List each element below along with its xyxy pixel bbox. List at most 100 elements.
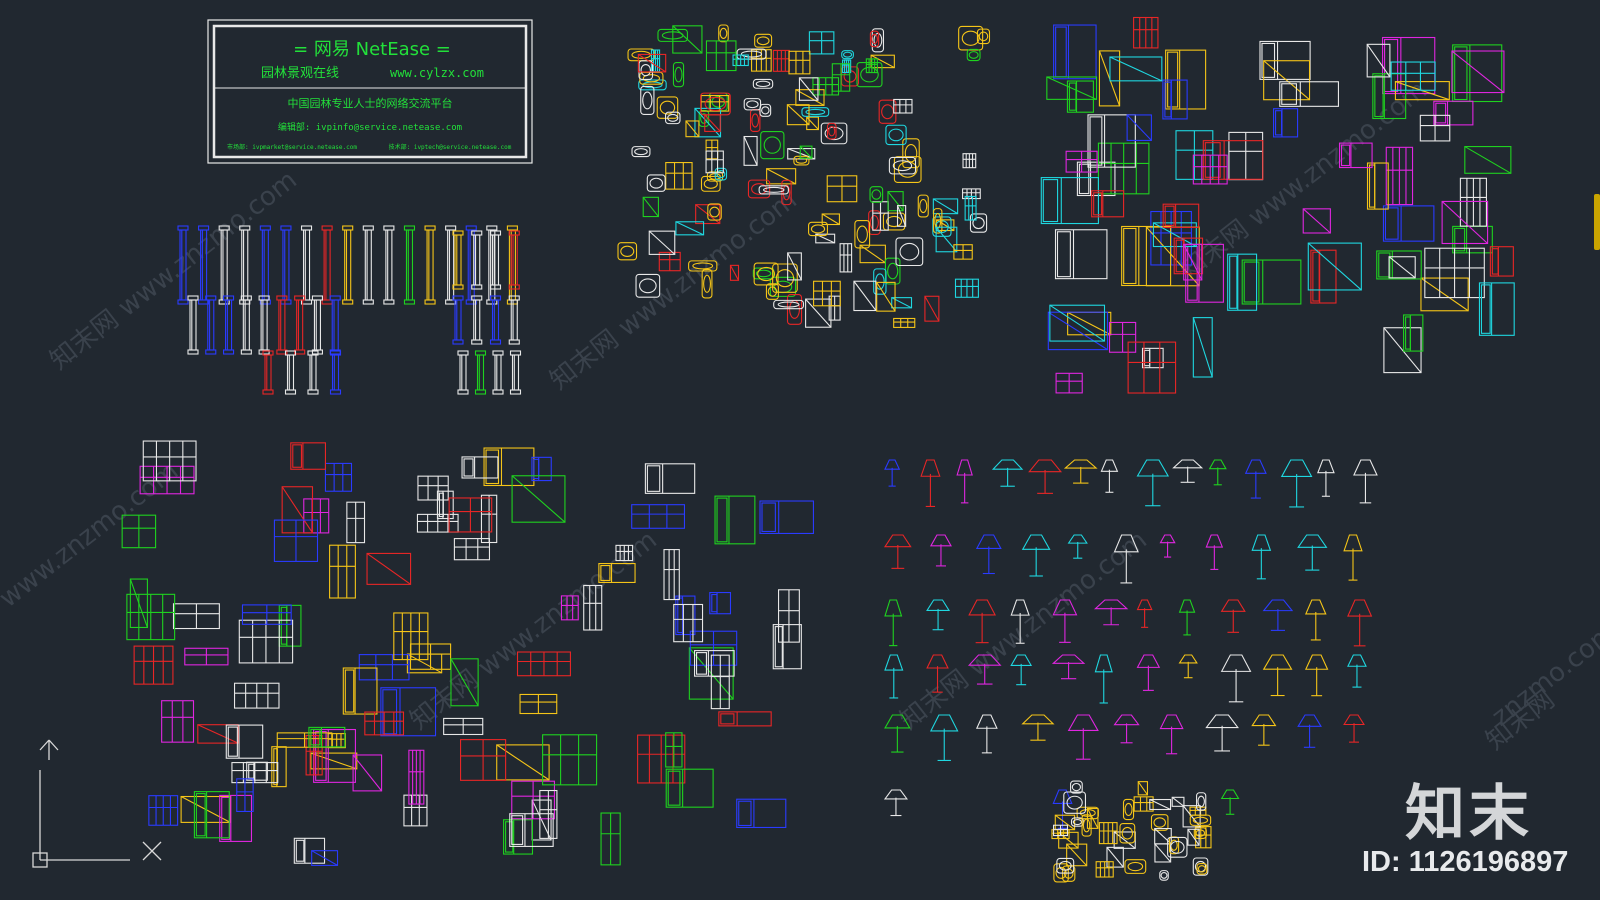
cad-block: [471, 295, 483, 345]
cad-block: [1459, 177, 1487, 227]
cad-block: [329, 295, 341, 355]
cad-block: [617, 242, 638, 261]
cad-block: [1159, 714, 1184, 755]
cad-block: [743, 98, 762, 111]
cad-block: [1376, 250, 1422, 280]
cad-block: [1192, 317, 1213, 378]
cad-block: [311, 295, 323, 355]
cad-block: [239, 225, 251, 305]
cad-block: [560, 595, 579, 621]
title-site-name: 园林景观在线: [261, 66, 339, 81]
cad-block: [841, 50, 854, 60]
cad-block: [701, 269, 713, 299]
cad-block: [1076, 161, 1116, 197]
cad-block: [1021, 714, 1055, 741]
cad-block: [759, 103, 772, 117]
cad-block: [1366, 43, 1391, 78]
cad-block: [1154, 827, 1172, 845]
cad-block: [346, 501, 366, 544]
cad-block: [958, 25, 984, 51]
cad-block: [329, 544, 356, 599]
cad-block: [969, 213, 988, 233]
cad-block: [1205, 714, 1239, 752]
cad-block: [496, 744, 550, 781]
cad-block: [329, 350, 342, 395]
cad-block: [241, 604, 292, 625]
cad-block: [772, 624, 802, 670]
cad-block: [457, 350, 469, 395]
cad-block: [759, 500, 814, 535]
cad-block: [1141, 347, 1164, 369]
cad-block: [799, 145, 813, 159]
cad-block: [509, 813, 554, 847]
cad-block: [1171, 796, 1185, 807]
cad-block: [308, 726, 346, 748]
cad-block: [278, 604, 302, 647]
cad-block: [753, 262, 779, 286]
cad-block: [259, 225, 271, 305]
cad-block: [486, 225, 498, 305]
cad-block: [615, 544, 634, 562]
cad-block: [747, 179, 771, 199]
cad-block: [865, 58, 878, 74]
cad-block: [474, 350, 487, 395]
scrollbar-handle[interactable]: [1594, 194, 1600, 250]
cad-block: [1086, 807, 1099, 829]
cad-block: [1433, 100, 1474, 126]
cad-block: [665, 732, 683, 768]
cad-block: [508, 295, 520, 345]
cad-block: [966, 48, 981, 62]
cad-block: [445, 225, 457, 305]
cad-block: [1109, 56, 1163, 82]
cad-block: [218, 225, 230, 305]
cad-block: [665, 768, 714, 808]
cad-block: [1021, 534, 1051, 577]
cad-block: [1420, 277, 1469, 312]
cad-block: [788, 50, 811, 75]
cad-block: [460, 739, 507, 781]
cad-block: [772, 49, 790, 72]
cad-block: [142, 440, 197, 482]
cad-block: [311, 850, 339, 866]
asset-id-label: ID: 1126196897: [1362, 846, 1569, 878]
cad-block: [1452, 225, 1493, 254]
cad-block: [519, 693, 558, 715]
cad-block: [284, 350, 297, 395]
cad-block: [511, 780, 555, 820]
cad-block: [1451, 50, 1505, 94]
cad-block: [233, 682, 280, 709]
cad-block: [1347, 599, 1373, 647]
cad-block: [300, 225, 313, 305]
cad-block: [342, 667, 378, 715]
cad-block: [1136, 599, 1153, 628]
cad-block: [177, 225, 189, 305]
cad-block: [826, 122, 837, 140]
cad-block: [327, 733, 346, 749]
cad-block: [884, 459, 901, 487]
cad-block: [871, 28, 885, 53]
title-brand: = 网易 NetEase =: [293, 39, 451, 60]
cad-block: [1127, 341, 1177, 394]
ucs-icon: [32, 739, 162, 868]
cad-block: [231, 762, 279, 784]
cad-block: [1178, 654, 1198, 679]
cad-block: [648, 230, 676, 255]
cad-block: [1053, 24, 1097, 80]
cad-block: [598, 562, 636, 583]
cad-block: [964, 195, 977, 221]
cad-block: [663, 549, 680, 601]
cad-block: [1262, 654, 1293, 697]
cad-block: [238, 619, 294, 664]
cad-block: [975, 714, 998, 754]
cad-block: [539, 789, 558, 839]
cad-block: [489, 230, 502, 290]
cad-block: [126, 593, 176, 641]
cad-block: [271, 746, 287, 788]
cad-block: [483, 447, 535, 487]
cad-block: [1372, 73, 1407, 120]
cad-block: [1046, 76, 1098, 100]
cad-block: [223, 295, 235, 355]
cad-block: [1052, 789, 1073, 829]
cad-block: [962, 153, 977, 169]
